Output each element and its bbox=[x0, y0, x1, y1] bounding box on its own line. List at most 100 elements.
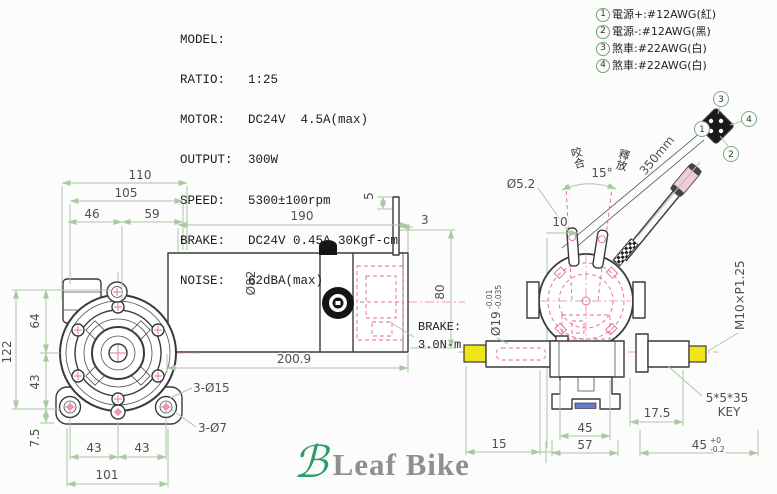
side-view-dimensions: 190 5 3 80 Ø82 200.9 BRAKE: 3.0N-m bbox=[166, 191, 461, 372]
pin-4: 4 bbox=[746, 115, 752, 125]
label-engage: 咬合 bbox=[568, 144, 586, 170]
flange-tabs bbox=[85, 320, 151, 386]
spec-row-noise: NOISE: 62dBA(max) bbox=[180, 274, 398, 289]
brake-levers bbox=[565, 184, 613, 301]
dim-57: 57 bbox=[577, 438, 592, 452]
dim-hole-5-2: Ø5.2 bbox=[507, 177, 536, 191]
wire-number-badge: 2 bbox=[596, 24, 610, 39]
callout-key-word: KEY bbox=[718, 405, 741, 419]
dim-dia-19-tol-lo: -0.035 bbox=[494, 285, 503, 309]
spec-label: NOISE: bbox=[180, 274, 226, 289]
wire-row-brake-2: 4 煞車:#22AWG(白) bbox=[596, 57, 716, 74]
dim-7-5: 7.5 bbox=[28, 428, 42, 447]
spec-value: 5300±100rpm bbox=[248, 193, 331, 208]
label-release: 釋放 bbox=[614, 147, 632, 172]
dim-45: 45 bbox=[577, 421, 592, 435]
output-shaft bbox=[458, 333, 718, 373]
spec-value: 300W bbox=[248, 153, 279, 168]
end-view-hidden-detail bbox=[541, 254, 631, 350]
dim-45b-hi: +0 bbox=[710, 436, 721, 445]
dim-17-5: 17.5 bbox=[644, 406, 671, 420]
top-bolt bbox=[106, 281, 128, 303]
spec-row-output: OUTPUT: 300W bbox=[180, 153, 398, 168]
spec-label: RATIO: bbox=[180, 73, 226, 88]
front-view-gearbox bbox=[40, 272, 200, 442]
brake-note-line1: BRAKE: bbox=[418, 320, 461, 334]
spec-row-brake: BRAKE: DC24V 0.45A 30Kgf-cm bbox=[180, 233, 399, 248]
wire-number-badge: 1 bbox=[596, 7, 610, 22]
rear-connector bbox=[322, 287, 354, 319]
connector-pin-numbers: 1 2 3 4 bbox=[694, 91, 757, 162]
wire-text: 煞車:#22AWG(白) bbox=[612, 42, 707, 55]
wire-text: 電源+:#12AWG(紅) bbox=[612, 8, 717, 21]
dim-45-tol: 45 +0 -0.2 bbox=[690, 435, 726, 456]
dim-dia-19: Ø19 bbox=[489, 311, 503, 336]
dim-43-b: 43 bbox=[134, 441, 149, 455]
gearbox-housing bbox=[549, 340, 625, 410]
callout-3-dia-15: 3-Ø15 bbox=[193, 381, 230, 395]
dim-350mm: 350mm bbox=[637, 133, 677, 177]
pin-1: 1 bbox=[699, 125, 705, 135]
brake-hidden-detail bbox=[356, 265, 404, 341]
shaft-tip-left bbox=[463, 344, 487, 363]
spec-value: 62dBA(max) bbox=[248, 274, 324, 289]
release-lever-rod bbox=[612, 163, 702, 267]
terminal-cap bbox=[319, 240, 337, 255]
spec-row-motor: MOTOR: DC24V 4.5A(max) bbox=[180, 113, 398, 128]
dim-angle-15: 15° bbox=[591, 166, 612, 180]
dim-105: 105 bbox=[115, 186, 138, 200]
shaft-tip-right bbox=[688, 345, 707, 363]
callout-key-size: 5*5*35 bbox=[706, 391, 749, 405]
spec-table: MODEL: RATIO: 1:25 MOTOR: DC24V 4.5A(max… bbox=[180, 7, 398, 315]
leaf-bike-logo: ℬ Leaf Bike bbox=[293, 441, 470, 485]
dim-thread: M10×P1.25 bbox=[732, 259, 749, 332]
dim-80: 80 bbox=[433, 284, 447, 299]
dim-200-9: 200.9 bbox=[277, 352, 311, 366]
wire-row-brake-1: 3 煞車:#22AWG(白) bbox=[596, 40, 716, 57]
dim-43-a: 43 bbox=[86, 441, 101, 455]
wire-2 bbox=[567, 139, 705, 255]
dim-10: 10 bbox=[552, 215, 567, 229]
spec-label: OUTPUT: bbox=[180, 153, 233, 168]
wire-number-badge: 3 bbox=[596, 41, 610, 56]
dim-43-left: 43 bbox=[28, 374, 42, 389]
dim-110: 110 bbox=[129, 168, 152, 182]
dim-101: 101 bbox=[96, 468, 119, 482]
ear-bolts bbox=[58, 395, 178, 420]
dim-shaft-dia: Ø19 -0.01 -0.035 bbox=[484, 283, 505, 337]
bracket-foot bbox=[574, 402, 597, 409]
wire-row-power-plus: 1 電源+:#12AWG(紅) bbox=[596, 6, 716, 23]
wire-number-badge: 4 bbox=[596, 58, 610, 73]
spec-row-speed: SPEED: 5300±100rpm bbox=[180, 193, 398, 208]
dim-m10-p125: M10×P1.25 bbox=[733, 260, 747, 330]
wire-1 bbox=[561, 132, 701, 249]
dim-59: 59 bbox=[144, 207, 159, 221]
wire-list: 1 電源+:#12AWG(紅) 2 電源-:#12AWG(黑) 3 煞車:#22… bbox=[596, 6, 716, 74]
dim-5: 5 bbox=[362, 192, 376, 200]
wire-row-power-minus: 2 電源-:#12AWG(黑) bbox=[596, 23, 716, 40]
dim-190: 190 bbox=[291, 209, 314, 223]
spec-row-model: MODEL: bbox=[180, 32, 398, 47]
spec-label: BRAKE: bbox=[180, 233, 226, 248]
side-view-motor-body bbox=[167, 196, 465, 353]
pin-3: 3 bbox=[718, 95, 724, 105]
brake-note-line2: 3.0N-m bbox=[418, 338, 461, 352]
spec-label: MODEL: bbox=[180, 32, 226, 47]
dim-46: 46 bbox=[84, 207, 99, 221]
pin-2: 2 bbox=[728, 150, 734, 160]
dim-122: 122 bbox=[0, 341, 14, 364]
callout-3-dia-7: 3-Ø7 bbox=[198, 421, 227, 435]
dim-15: 15 bbox=[491, 437, 506, 451]
crosshair-mark bbox=[534, 441, 558, 463]
spec-label: MOTOR: bbox=[180, 113, 226, 128]
dim-dia-19-tol-hi: -0.01 bbox=[485, 289, 494, 309]
dim-45b: 45 bbox=[692, 438, 707, 452]
end-view: 1 2 3 4 bbox=[458, 91, 757, 448]
spec-row-ratio: RATIO: 1:25 bbox=[180, 73, 398, 88]
spec-value: DC24V 0.45A 30Kgf-cm bbox=[248, 233, 399, 248]
dim-45b-lo: -0.2 bbox=[710, 445, 725, 454]
dim-3: 3 bbox=[421, 213, 429, 227]
front-view-dimensions: 110 105 46 59 122 64 43 7.5 bbox=[0, 167, 231, 487]
